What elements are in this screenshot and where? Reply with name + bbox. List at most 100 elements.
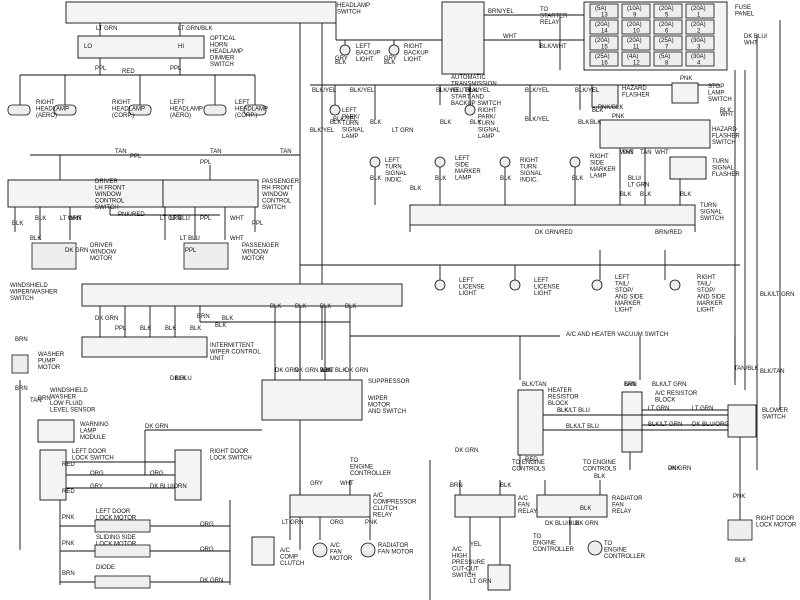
fuse-number: 7 [665, 45, 669, 51]
fuse [685, 35, 715, 51]
wire-color-label: PNK/BLK [598, 105, 623, 111]
fuse [685, 3, 715, 19]
wire-color-label: TAN [640, 150, 652, 156]
wire-color-label: BRN [320, 368, 333, 374]
wire-color-label: BRN/RED [655, 230, 683, 236]
bulb-icon [669, 279, 681, 291]
wire-color-label: BLK [500, 176, 511, 182]
wire-color-label: BLK [175, 376, 186, 382]
bulb-icon [434, 279, 446, 291]
window-feed-wires [30, 154, 300, 180]
wire-color-label: BLK/YEL [436, 88, 461, 94]
wire-color-label: ORG [90, 471, 104, 477]
wire-color-label: BLK [592, 108, 603, 114]
wire-color-label: BLK [165, 326, 176, 332]
wire-color-label: LT GRN [96, 26, 117, 32]
ac-resistor-block [621, 391, 643, 453]
wire-color-label: BLK [557, 408, 568, 414]
wire-color-label: BLK/TAN [760, 369, 785, 375]
wire-color-label: PPL [170, 66, 182, 72]
wire-color-label: WHT [68, 216, 82, 222]
wire-color-label: RED [525, 457, 538, 463]
wire-color-label: BLK/YEL [310, 128, 335, 134]
wire-color-label: BLK [35, 216, 46, 222]
wire-color-label: PPL [200, 216, 212, 222]
hi-label: HI [178, 44, 184, 50]
wire-color-label: BLK [335, 368, 346, 374]
fuse-number: 16 [601, 61, 608, 67]
passenger-window-motor [183, 242, 229, 270]
fuse [589, 35, 619, 51]
wire-color-label: PNK [365, 520, 377, 526]
wire-color-label: BLK/LT GRN [652, 382, 686, 388]
wire-color-label: BLK/YEL [525, 117, 550, 123]
wire-color-label: BRN/YEL [488, 9, 514, 15]
wire-color-label: DK GRN [455, 448, 478, 454]
wire-color-label: BLK [620, 192, 631, 198]
wire-color-label: BLK [580, 506, 591, 512]
headlamp-icon [53, 104, 77, 116]
bulb-icon [388, 44, 400, 56]
wire-color-label: PPL [252, 221, 264, 227]
component-label: SUPPRESSOR [368, 379, 410, 385]
wire-color-label: PNK/RED [118, 212, 145, 218]
warning-lamp-module [37, 419, 75, 443]
wire-color-label: BLK [720, 108, 731, 114]
wire-color-label: LT GRN [470, 579, 491, 585]
wire-color-label: TAN [210, 149, 222, 155]
fuse-number: 5 [665, 13, 669, 19]
wire-color-label: BLK [384, 60, 395, 66]
fuse [653, 3, 683, 19]
fuse-rating: (30A) [691, 38, 706, 44]
passenger-window-switch [162, 179, 259, 208]
wire-color-label: PNK [62, 515, 74, 521]
wire-color-label: PPL [115, 326, 127, 332]
wire-color-label: DK BLU/WHT [744, 34, 768, 47]
fuse-feed-wires [484, 14, 781, 470]
tail-feed-wires [300, 250, 740, 280]
turn-signal-switch-box [409, 204, 696, 226]
fuse-rating: (20A) [691, 22, 706, 28]
wire-color-label: RED [62, 462, 75, 468]
park-lamp-bus [310, 84, 720, 120]
diode-box [251, 536, 275, 566]
wire-color-label: RED [62, 489, 75, 495]
fuse-number: 6 [665, 29, 669, 35]
fuse-rating: (20A) [659, 22, 674, 28]
wire-color-label: PNK [680, 76, 692, 82]
wire-color-label: BRN [197, 314, 210, 320]
wire-color-label: BLK [330, 120, 341, 126]
fuse-number: 12 [633, 61, 640, 67]
wire-color-label: BLK [470, 120, 481, 126]
bulb-icon [329, 104, 341, 116]
wire-color-label: BLK [222, 316, 233, 322]
wire-color-label: BLK [640, 192, 651, 198]
fuse-rating: (20A) [627, 38, 642, 44]
sliding-lock-motor [94, 575, 151, 589]
wire-color-label: LT BLU [180, 236, 200, 242]
wire-color-label: TAN [622, 150, 634, 156]
wire-color-label: GRY [335, 56, 348, 62]
fuse-grid: (5A)13(10A)9(20A)5(20A)1(20A)14(20A)10(2… [589, 3, 715, 67]
wire-color-label: BLK [680, 192, 691, 198]
wire-color-label: GRY [90, 484, 103, 490]
fuse-number: 2 [697, 29, 701, 35]
ac-fan-relay [454, 494, 516, 518]
washer-pump-motor [11, 354, 29, 374]
wire-color-label: WHT [320, 368, 334, 374]
fuse [621, 3, 651, 19]
